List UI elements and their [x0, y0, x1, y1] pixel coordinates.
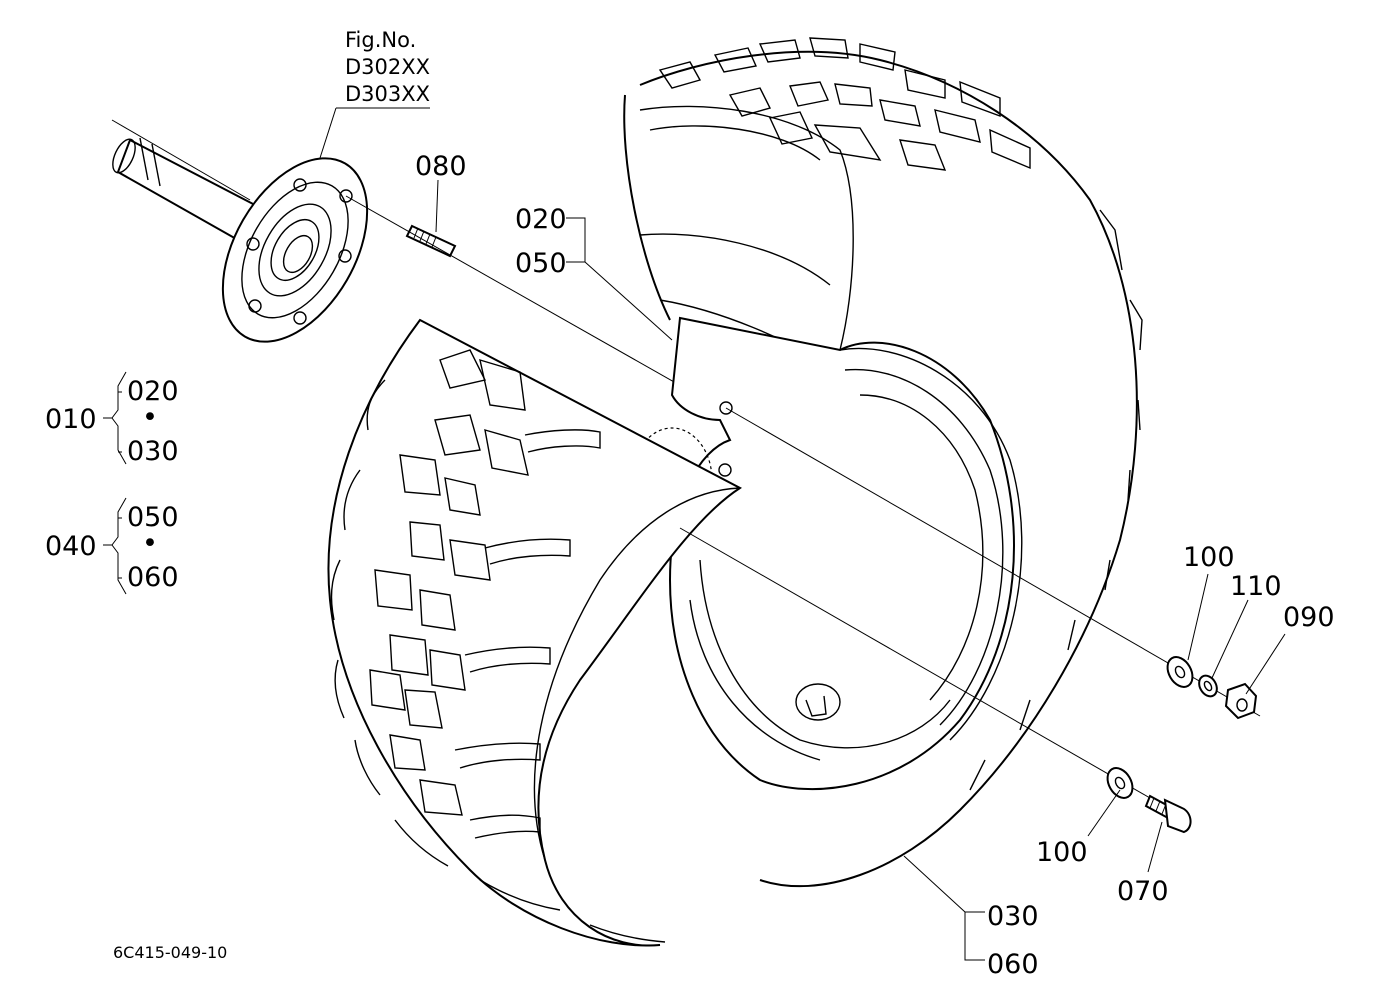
callout-080: 080: [415, 151, 467, 182]
washer-100-lower: [679, 527, 1151, 799]
assembly-040-bottom: 060: [127, 562, 179, 593]
callout-090: 090: [1283, 602, 1335, 633]
nut-090: [1224, 682, 1258, 720]
callout-100-lower: 100: [1036, 837, 1088, 868]
assembly-040-sep: •: [142, 528, 158, 559]
fig-no-1: D302XX: [345, 55, 430, 79]
assembly-040-top: 050: [127, 502, 179, 533]
drawing-code: 6C415-049-10: [113, 943, 227, 962]
assembly-010-sep: •: [142, 402, 158, 433]
assembly-010-top: 020: [127, 376, 179, 407]
lock-washer-110: [1198, 674, 1218, 698]
bolt-070: [1144, 794, 1192, 834]
washer-100-upper: [725, 407, 1261, 717]
callout-060: 060: [987, 949, 1039, 980]
callout-050: 050: [515, 248, 567, 279]
leader-lines: [103, 107, 1286, 961]
callout-070: 070: [1117, 876, 1169, 907]
callout-110: 110: [1230, 571, 1282, 602]
fig-no-2: D303XX: [345, 82, 430, 106]
axle-shaft: [111, 119, 257, 242]
callout-100-upper: 100: [1183, 542, 1235, 573]
tire-front-section: [327, 318, 742, 947]
tire-rear-section: [623, 37, 1143, 888]
callout-030: 030: [987, 901, 1039, 932]
wheel-rim: [623, 316, 1023, 791]
fig-no-label: Fig.No.: [345, 28, 416, 52]
assembly-010-bottom: 030: [127, 436, 179, 467]
assembly-010-label: 010: [45, 404, 97, 435]
callout-020: 020: [515, 204, 567, 235]
hub-flange: [221, 157, 369, 343]
assembly-040-label: 040: [45, 531, 97, 562]
stud-bolt-080: [345, 195, 721, 409]
